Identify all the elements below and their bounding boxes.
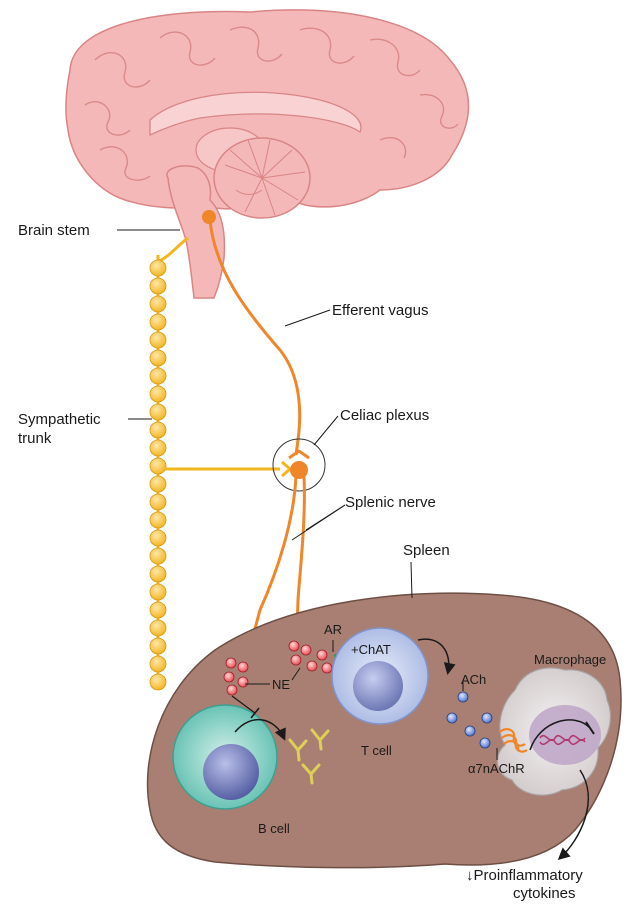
label-alpha7nachr: α7nAChR xyxy=(468,761,525,776)
label-t-cell: T cell xyxy=(361,743,392,758)
ganglion-bead xyxy=(150,368,166,384)
ganglion-bead xyxy=(150,548,166,564)
label-splenic-nerve: Splenic nerve xyxy=(345,494,436,511)
cerebellum xyxy=(214,138,310,218)
label-brain-stem: Brain stem xyxy=(18,222,90,239)
label-ne: NE xyxy=(272,677,290,692)
ganglion-bead xyxy=(150,566,166,582)
ganglion-bead xyxy=(150,332,166,348)
sympathetic-trunk xyxy=(150,238,188,690)
ganglion-bead xyxy=(150,620,166,636)
ganglion-bead xyxy=(150,350,166,366)
label-spleen: Spleen xyxy=(403,542,450,559)
label-trunk: trunk xyxy=(18,430,52,447)
ganglion-bead xyxy=(150,512,166,528)
ganglion-bead xyxy=(150,494,166,510)
ganglion-bead xyxy=(150,602,166,618)
label-b-cell: B cell xyxy=(258,821,290,836)
ganglion-bead xyxy=(150,314,166,330)
ganglion-bead xyxy=(150,458,166,474)
ganglion-bead xyxy=(150,278,166,294)
label-ach: ACh xyxy=(461,672,486,687)
label-celiac-plexus: Celiac plexus xyxy=(340,407,429,424)
label-sympathetic: Sympathetic xyxy=(18,411,101,428)
ganglion-bead xyxy=(150,584,166,600)
label-chat: +ChAT xyxy=(351,642,391,657)
label-proinflammatory: ↓Proinflammatory xyxy=(466,867,583,884)
ganglion-bead xyxy=(150,476,166,492)
ganglion-bead xyxy=(150,656,166,672)
celiac-plexus xyxy=(273,439,325,491)
ganglion-bead xyxy=(150,386,166,402)
ganglion-bead xyxy=(150,404,166,420)
label-ar: AR xyxy=(324,622,342,637)
label-efferent-vagus: Efferent vagus xyxy=(332,302,428,319)
ganglion-bead xyxy=(150,638,166,654)
label-macrophage: Macrophage xyxy=(534,652,606,667)
brain-illustration xyxy=(66,10,469,298)
ganglion-bead xyxy=(150,674,166,690)
ganglion-bead xyxy=(150,440,166,456)
ganglion-bead xyxy=(150,296,166,312)
ganglion-bead xyxy=(150,422,166,438)
label-cytokines: cytokines xyxy=(513,885,576,902)
ganglion-bead xyxy=(150,530,166,546)
efferent-vagus-nerve xyxy=(202,210,300,455)
ganglion-bead xyxy=(150,260,166,276)
